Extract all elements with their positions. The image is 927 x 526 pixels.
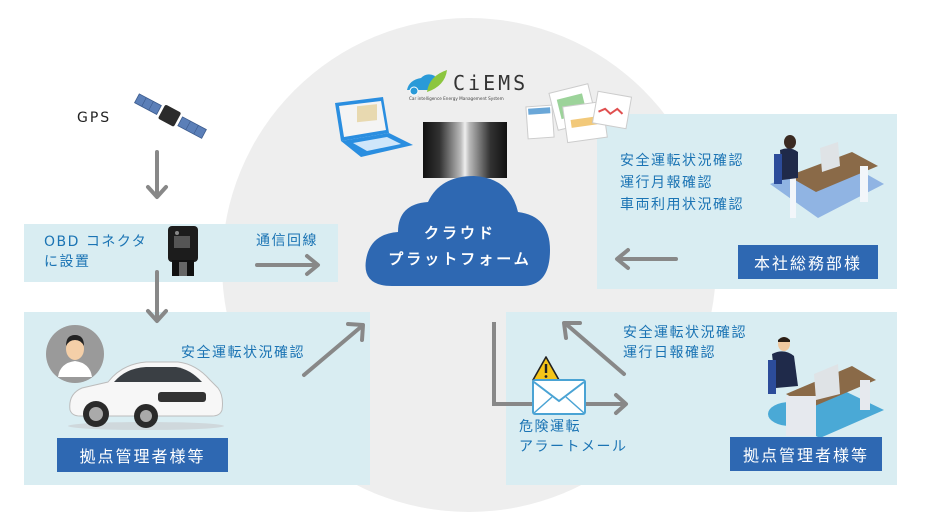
person-avatar-icon [46,325,104,383]
gps-label: GPS [77,110,112,126]
obd-label-line1: OBD コネクタ [44,234,148,250]
right-site-item: 運行日報確認 [623,345,716,361]
arrow-site-to-cloud-right [562,321,626,376]
arrow-obd-to-cloud [255,254,320,276]
logo-name: CiEMS [453,71,528,95]
laptop-icon [331,97,415,159]
office-worker-woman-icon [768,132,886,230]
reports-icon [523,83,633,144]
comm-line-label: 通信回線 [256,233,318,249]
arrow-office-to-cloud [615,248,678,270]
satellite-icon [130,92,210,142]
head-office-item: 運行月報確認 [620,175,713,191]
left-site-role-label: 拠点管理者様等 [57,438,228,472]
right-site-items: 安全運転状況確認 運行日報確認 [623,323,747,363]
obd-device-icon [168,226,198,276]
head-office-item: 安全運転状況確認 [620,153,744,169]
warning-icon [532,356,560,381]
right-site-role-label: 拠点管理者様等 [730,437,882,471]
alert-mail-label: 危険運転 アラートメール [519,417,628,457]
cloud-platform: クラウド プラットフォーム [362,168,562,288]
server-room-image [423,122,507,178]
ciems-logo: CiEMS Car intelligence Energy Management… [405,68,537,102]
arrow-gps-to-obd [146,150,168,199]
cloud-label-line1: クラウド [423,224,496,242]
arrow-site-to-cloud [302,322,365,377]
logo-tagline: Car intelligence Energy Management Syste… [409,96,504,101]
cloud-label-line2: プラットフォーム [388,250,532,268]
right-site-item: 安全運転状況確認 [623,325,747,341]
alert-mail-line1: 危険運転 [519,419,581,435]
head-office-role-label: 本社総務部様 [738,245,878,279]
obd-label-line2: に設置 [44,254,91,270]
arrow-obd-to-site [146,270,168,323]
alert-mail-line2: アラートメール [519,439,628,455]
car-icon [66,352,226,432]
head-office-items: 安全運転状況確認 運行月報確認 車両利用状況確認 [620,150,744,216]
obd-label: OBD コネクタ に設置 [44,232,147,272]
left-site-check-label: 安全運転状況確認 [181,345,305,361]
head-office-item: 車両利用状況確認 [620,197,744,213]
office-worker-man-icon [760,334,890,440]
mail-envelope-icon [532,379,586,415]
